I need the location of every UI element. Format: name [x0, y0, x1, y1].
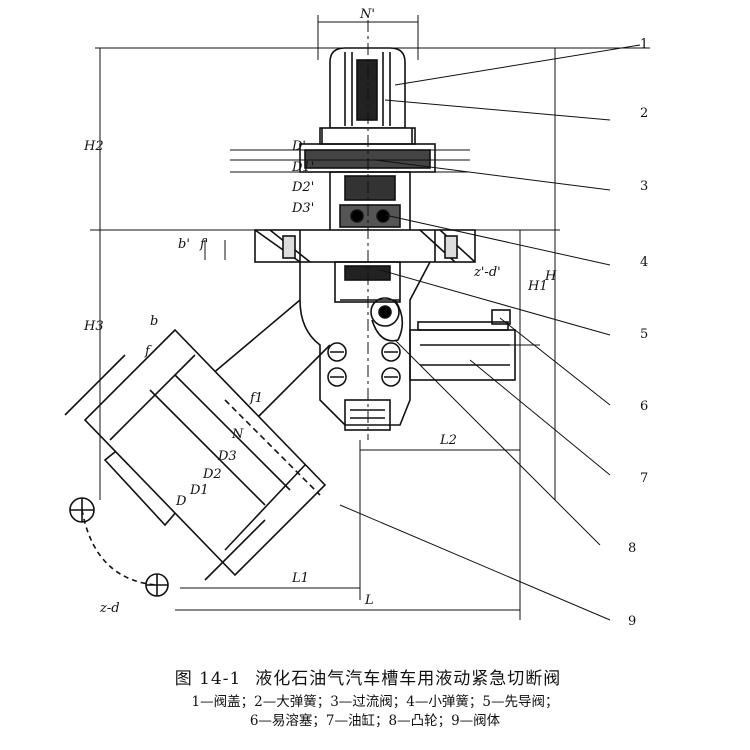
leader-lines — [339, 44, 641, 621]
dimension-labels: N' D' D1' D2' D3' H2 H3 b' f' z'-d' H1 H… — [83, 7, 557, 616]
dim-N-prime: N' — [359, 7, 375, 22]
dim-f-prime: f' — [199, 237, 208, 252]
dim-D2: D2 — [202, 467, 222, 482]
dim-D: D — [175, 494, 187, 509]
callout-numbers: 1 2 3 4 5 6 7 8 9 — [628, 37, 648, 629]
dim-z-d-prime: z'-d' — [473, 265, 501, 280]
dim-L: L — [364, 593, 374, 608]
cam-and-cylinder — [327, 297, 516, 387]
figure-number: 图 14-1 — [174, 669, 242, 689]
dim-L2: L2 — [439, 433, 457, 448]
dim-z-d: z-d — [99, 601, 120, 616]
caption-legend-line-2: 6—易溶塞；7—油缸；8—凸轮；9—阀体 — [249, 713, 501, 729]
dim-N: N — [231, 427, 244, 442]
dim-D3-prime: D3' — [291, 201, 314, 216]
callout-1: 1 — [640, 37, 648, 52]
dim-f: f — [144, 344, 152, 359]
dim-H2: H2 — [83, 139, 104, 154]
dim-D1: D1 — [189, 483, 209, 498]
dim-f1: f1 — [249, 391, 263, 406]
dim-H3: H3 — [83, 319, 104, 334]
dim-b-prime: b' — [178, 237, 190, 252]
dim-L1: L1 — [291, 571, 309, 586]
callout-8: 8 — [628, 541, 636, 556]
inlet-branch — [64, 299, 331, 597]
main-flange — [254, 229, 476, 263]
dimension-lines — [90, 15, 650, 620]
caption-legend-line-1: 1—阀盖；2—大弹簧；3—过流阀；4—小弹簧；5—先导阀； — [191, 694, 559, 710]
callout-6: 6 — [640, 399, 648, 414]
callout-4: 4 — [640, 255, 648, 270]
figure-caption: 图 14-1 液化石油气汽车槽车用液动紧急切断阀 1—阀盖；2—大弹簧；3—过流阀… — [0, 664, 750, 731]
callout-9: 9 — [628, 614, 636, 629]
valve-drawing: 1 2 3 4 5 6 7 8 9 N' D' D1' D2' D3' H2 H… — [64, 7, 650, 629]
caption-title: 图 14-1 液化石油气汽车槽车用液动紧急切断阀 — [0, 664, 750, 689]
callout-5: 5 — [640, 327, 648, 342]
dim-D3: D3 — [217, 449, 237, 464]
dim-D-prime: D' — [291, 139, 306, 154]
dim-b: b — [150, 314, 158, 329]
callout-3: 3 — [640, 179, 648, 194]
figure-title: 液化石油气汽车槽车用液动紧急切断阀 — [255, 669, 562, 689]
dim-D2-prime: D2' — [291, 180, 314, 195]
dim-H1: H1 — [527, 279, 548, 294]
callout-7: 7 — [640, 471, 648, 486]
dim-H: H — [544, 269, 557, 284]
callout-2: 2 — [640, 106, 648, 121]
dim-D1-prime: D1' — [291, 160, 314, 175]
